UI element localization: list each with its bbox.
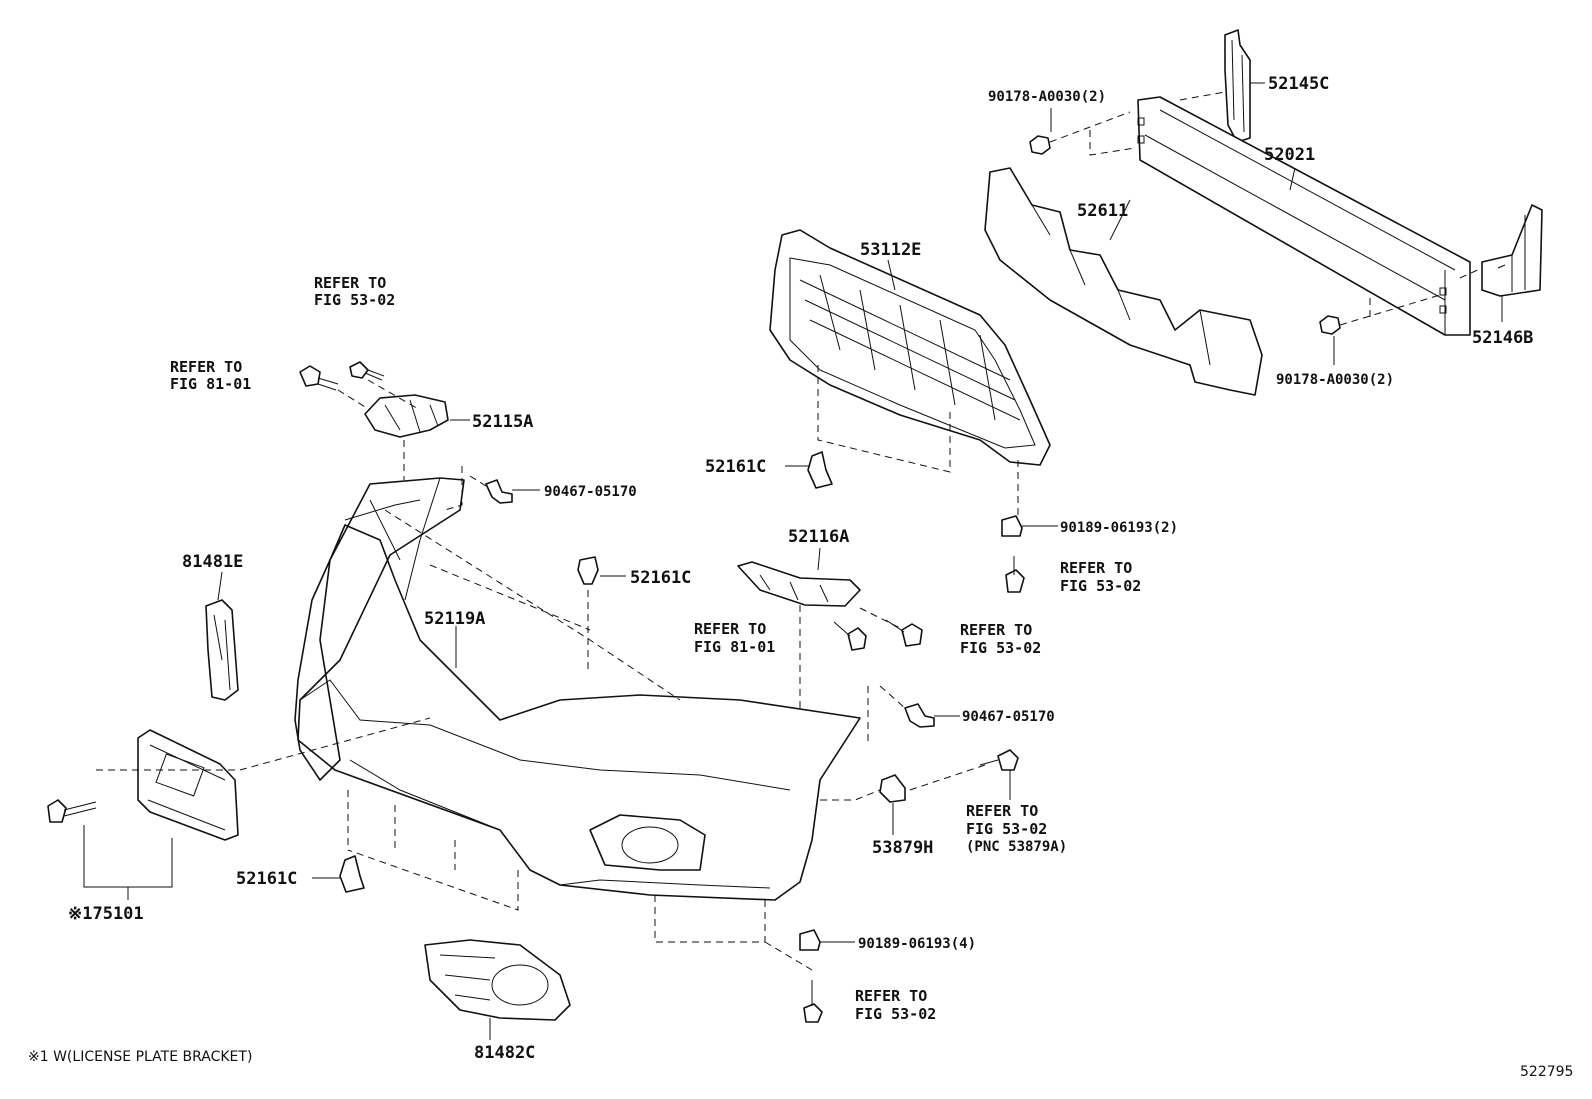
label-52021: 52021 (1264, 145, 1315, 165)
diagram-number: 522795 (1520, 1064, 1573, 1080)
ref3-line2: FIG 53-02 (1060, 577, 1141, 595)
license-plate-bracket (137, 729, 239, 841)
label-81481e: 81481E (182, 552, 243, 572)
ref1-line1: REFER TO (314, 274, 386, 292)
retainer-52116a (737, 561, 861, 607)
assembly-lines (96, 91, 1483, 971)
ref6-line1: REFER TO (966, 802, 1038, 820)
fog-cover-81482c (424, 939, 571, 1021)
label-52119a: 52119A (424, 609, 485, 629)
label-52161c-low: 52161C (236, 869, 297, 889)
label-90189-right: 90189-06193(2) (1060, 520, 1178, 536)
ref4-line2: FIG 81-01 (694, 638, 775, 656)
grille-53112e (769, 229, 1051, 466)
part-labels: 52145C 90178-A0030(2) 52021 52611 53112E… (68, 74, 1533, 1063)
label-52611: 52611 (1077, 201, 1128, 221)
label-53112e: 53112E (860, 240, 921, 260)
label-90178-bottom: 90178-A0030(2) (1276, 372, 1394, 388)
side-bracket-81481e (205, 599, 239, 701)
label-52146b: 52146B (1472, 328, 1533, 348)
label-90178-top: 90178-A0030(2) (988, 89, 1106, 105)
ref5-line1: REFER TO (960, 621, 1032, 639)
retainer-52115a (364, 394, 449, 438)
label-52115a: 52115A (472, 412, 533, 432)
ref6-line3: (PNC 53879A) (966, 839, 1067, 855)
label-90467-top: 90467-05170 (544, 484, 637, 500)
bracket-52146b (1481, 204, 1543, 297)
energy-absorber-52611 (984, 167, 1263, 396)
ref2-line2: FIG 81-01 (170, 375, 251, 393)
label-52161c-mid: 52161C (630, 568, 691, 588)
bumper-cover-52119a (294, 477, 861, 901)
ref7-line1: REFER TO (855, 987, 927, 1005)
label-90467-mid: 90467-05170 (962, 709, 1055, 725)
ref2-line1: REFER TO (170, 358, 242, 376)
label-53879h: 53879H (872, 838, 933, 858)
label-52161c-grille: 52161C (705, 457, 766, 477)
leader-lines (83, 108, 1503, 1040)
bumper-reinforcement-52021 (1137, 96, 1471, 336)
ref1-line2: FIG 53-02 (314, 291, 395, 309)
label-52145c: 52145C (1268, 74, 1329, 94)
footnote: ※1 W(LICENSE PLATE BRACKET) (28, 1049, 252, 1065)
ref3-line1: REFER TO (1060, 559, 1132, 577)
reference-labels: REFER TO FIG 53-02 REFER TO FIG 81-01 RE… (170, 274, 1141, 1023)
ref7-line2: FIG 53-02 (855, 1005, 936, 1023)
bracket-52145c (1224, 29, 1251, 143)
ref4-line1: REFER TO (694, 620, 766, 638)
ref6-line2: FIG 53-02 (966, 820, 1047, 838)
label-90189-bottom: 90189-06193(4) (858, 936, 976, 952)
ref5-line2: FIG 53-02 (960, 639, 1041, 657)
label-175101: ※175101 (68, 904, 144, 924)
fasteners (47, 135, 1341, 1023)
label-81482c: 81482C (474, 1043, 535, 1063)
label-52116a: 52116A (788, 527, 849, 547)
